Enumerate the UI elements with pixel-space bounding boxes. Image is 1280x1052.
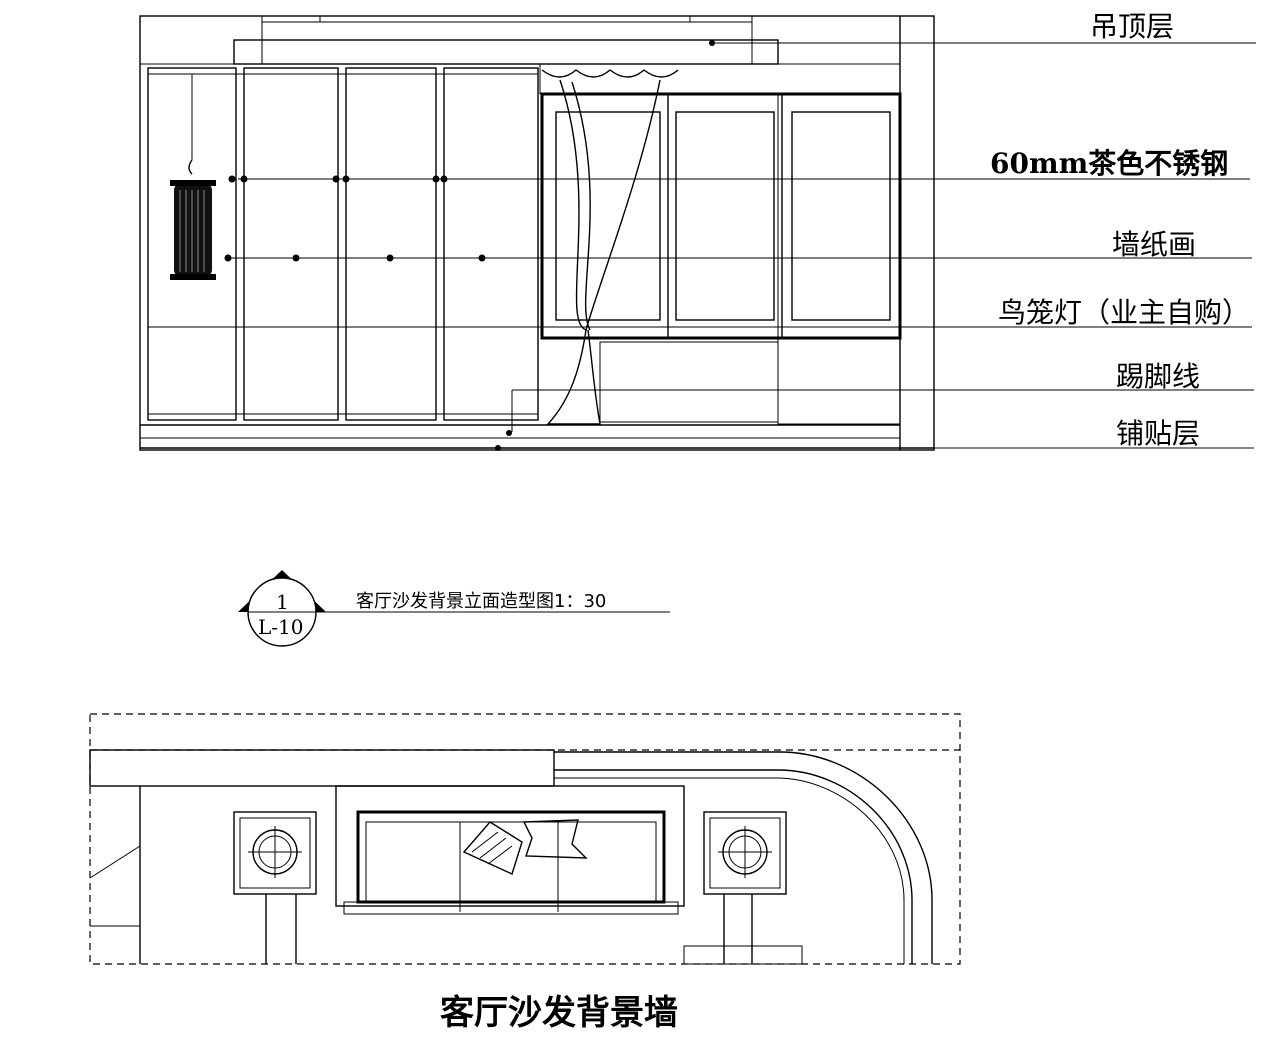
- window-with-curtain: [539, 63, 902, 425]
- section-callout: 1 L-10 客厅沙发背景立面造型图1：30: [238, 570, 670, 647]
- birdcage-lamp: [170, 74, 216, 280]
- sofa: [343, 810, 679, 915]
- callout-number: 1: [276, 590, 289, 614]
- callout-sheet: L-10: [258, 615, 304, 639]
- elevation-outer-frame: [139, 15, 935, 451]
- label-tinted-steel: 60mm茶色不锈钢: [990, 147, 1228, 180]
- label-wallpaper: 墙纸画: [1112, 228, 1196, 261]
- label-birdcage-lamp: 鸟笼灯（业主自购）: [998, 296, 1250, 329]
- label-ceiling-layer: 吊顶层: [1090, 10, 1174, 43]
- plan-drawing: 客厅沙发背景墙: [89, 713, 961, 1033]
- ceiling-layer: [139, 15, 901, 65]
- elevation-drawing: 吊顶层 60mm茶色不锈钢 墙纸画 鸟笼灯（业主自购） 踢脚线 铺贴层: [139, 10, 1256, 451]
- lattice-screen: [147, 67, 539, 421]
- side-table-right: [703, 811, 787, 964]
- side-table-left: [233, 811, 317, 964]
- label-skirting: 踢脚线: [1116, 360, 1200, 393]
- label-tiling-layer: 铺贴层: [1116, 417, 1200, 450]
- callout-caption: 客厅沙发背景立面造型图1：30: [356, 591, 606, 612]
- plan-back-wall: [89, 749, 555, 787]
- plan-title: 客厅沙发背景墙: [440, 993, 678, 1033]
- leader-lines: [148, 40, 1256, 451]
- plan-dashed-boundary: [89, 713, 961, 965]
